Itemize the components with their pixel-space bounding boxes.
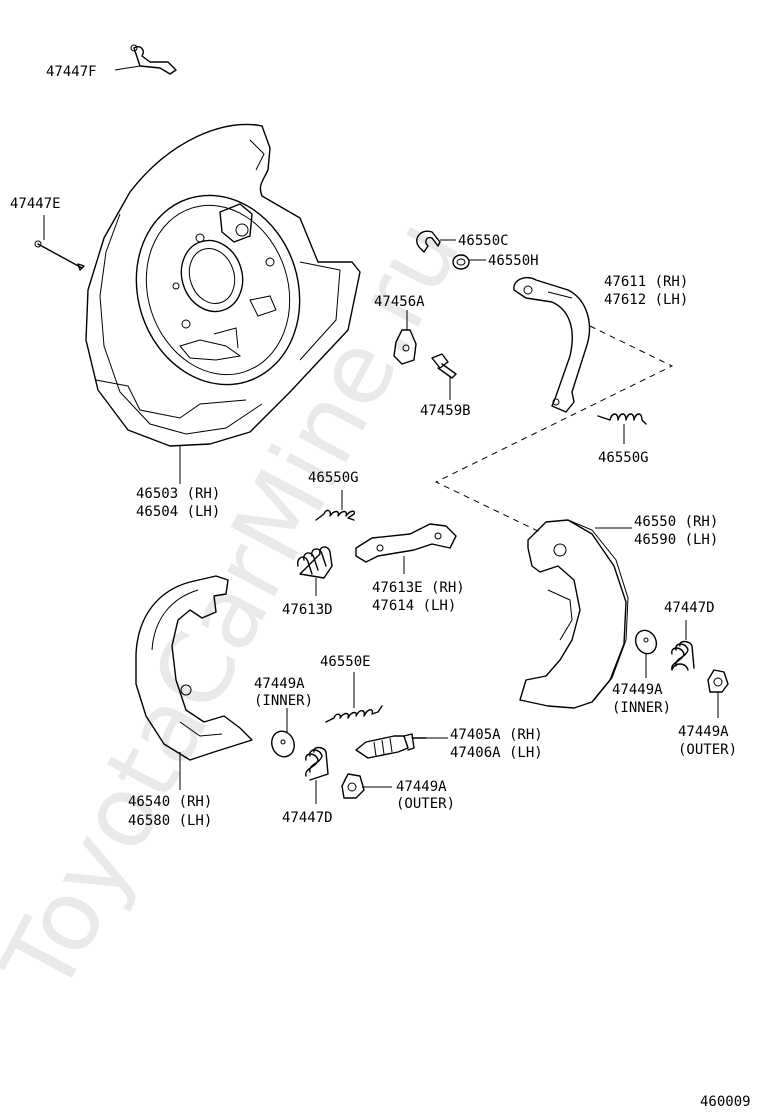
part-47613E-strut [355,523,457,563]
label-46590: 46590 (LH) [634,532,718,548]
part-46550E-spring [325,705,383,723]
label-47611: 47611 (RH) [604,274,688,290]
label-47456A: 47456A [374,294,425,310]
part-46550-shoe-right [519,519,629,709]
label-46580: 46580 (LH) [128,813,212,829]
part-47449A-outer-right [707,669,729,693]
part-47459B-bolt [431,353,457,379]
part-47447D-spring-right [671,640,695,671]
part-47456A-bracket [393,329,417,365]
label-47406A: 47406A (LH) [450,745,543,761]
label-47447D-right: 47447D [664,600,715,616]
part-47447E-pin [34,240,85,271]
part-47447D-spring-center [305,746,329,781]
label-47613E: 47613E (RH) [372,580,465,596]
part-46550H-washer [452,254,470,270]
label-inner-right: (INNER) [612,700,671,716]
label-46540: 46540 (RH) [128,794,212,810]
label-47459B: 47459B [420,403,471,419]
label-47447F: 47447F [46,64,97,80]
part-47449A-inner-right [634,629,658,655]
label-46550H: 46550H [488,253,539,269]
part-46503-backing-plate [85,123,361,447]
part-47613D-spring [297,546,333,579]
label-47613D: 47613D [282,602,333,618]
label-47449A-outer-center: 47449A [396,779,447,795]
label-46550G-center: 46550G [308,470,359,486]
label-46504: 46504 (LH) [136,504,220,520]
part-46550C-clip [416,230,441,253]
label-47447D-center: 47447D [282,810,333,826]
label-47614: 47614 (LH) [372,598,456,614]
label-outer-right: (OUTER) [678,742,737,758]
label-46550: 46550 (RH) [634,514,718,530]
part-47447F-wire [130,44,177,75]
assembly-dashed-lines [434,325,674,533]
part-47449A-outer-center [341,773,365,799]
label-46503: 46503 (RH) [136,486,220,502]
label-46550E: 46550E [320,654,371,670]
label-47405A: 47405A (RH) [450,727,543,743]
diagram-code: 460009 [700,1094,751,1110]
part-47611-lever [513,276,591,413]
part-47405A-adjuster [355,733,427,759]
label-47449A-inner-left: 47449A [254,676,305,692]
label-inner-left: (INNER) [254,693,313,709]
label-47447E: 47447E [10,196,61,212]
label-46550G-right: 46550G [598,450,649,466]
label-47449A-inner-right: 47449A [612,682,663,698]
part-46540-shoe-left [135,575,253,761]
label-47612: 47612 (LH) [604,292,688,308]
part-46550G-spring-center [315,509,356,521]
part-47449A-inner-left [271,730,295,758]
label-outer-center: (OUTER) [396,796,455,812]
label-46550C: 46550C [458,233,509,249]
label-47449A-outer-right: 47449A [678,724,729,740]
part-46550G-spring-right [597,413,647,425]
